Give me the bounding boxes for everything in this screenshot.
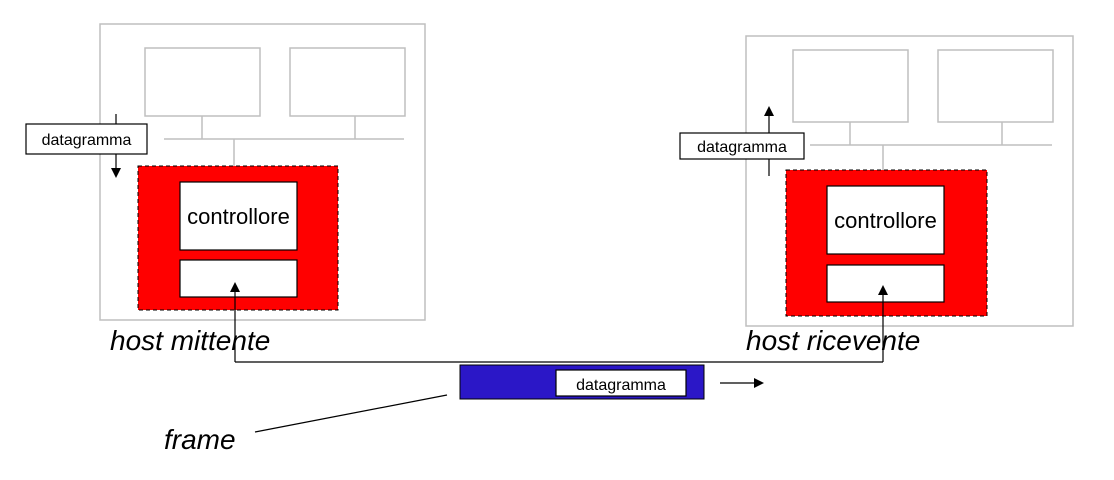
sender-controller-label: controllore [187, 204, 290, 229]
receiver-monitor-right [937, 49, 1054, 123]
sender-datagram-box [25, 123, 148, 155]
receiver-monitor-left [792, 49, 909, 123]
frame-payload-box [555, 369, 687, 397]
receiver-port-box [826, 264, 945, 303]
sender-port-box [179, 259, 298, 298]
frame-caption-pointer [254, 394, 448, 433]
sender-monitor-right [289, 47, 406, 117]
link [230, 282, 888, 363]
sender-monitor-left [144, 47, 261, 117]
receiver-controller-label: controllore [834, 208, 937, 233]
sender-caption: host mittente [110, 325, 270, 356]
sender-datagram-label: datagramma [42, 132, 132, 149]
receiver-host: controllore datagramma [679, 35, 1074, 327]
receiver-datagram-label: datagramma [697, 139, 787, 156]
frame-payload-label: datagramma [576, 377, 666, 394]
receiver-caption: host ricevente [746, 325, 920, 356]
receiver-controller-box [826, 185, 945, 255]
sender-host: controllore datagramma [25, 23, 426, 321]
frame-caption: frame [164, 424, 236, 455]
frame: datagramma [254, 364, 764, 433]
sender-controller-box [179, 181, 298, 251]
receiver-datagram-box [679, 132, 805, 160]
